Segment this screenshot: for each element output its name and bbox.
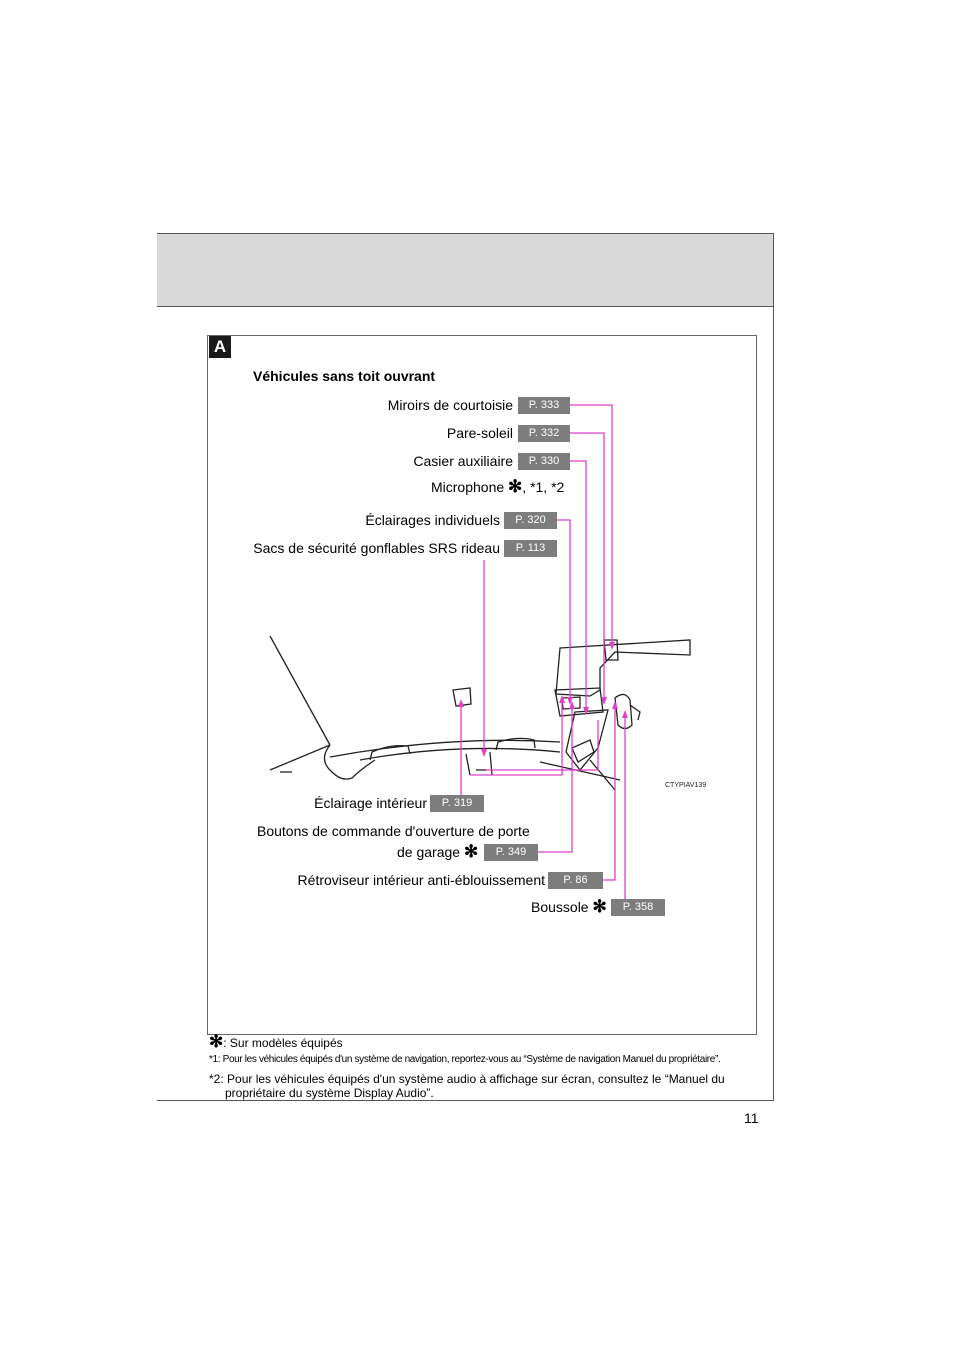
page-ref-sun-visors[interactable]: P. 332 <box>518 425 570 442</box>
page-number: 11 <box>744 1110 759 1126</box>
label-vanity-mirrors: Miroirs de courtoisie <box>387 397 513 413</box>
page-ref-garage-door[interactable]: P. 349 <box>484 844 538 861</box>
garage-door-text: de garage <box>397 844 461 860</box>
label-garage-door-line2: de garage ✻ <box>397 842 479 861</box>
asterisk-icon: ✻ <box>209 1032 224 1051</box>
panel-title: Véhicules sans toit ouvrant <box>253 368 436 384</box>
page-bottom-rule <box>157 1100 774 1101</box>
label-compass: Boussole ✻ <box>531 897 607 916</box>
footnote-1-text: Pour les véhicules équipés d'un système … <box>222 1054 721 1065</box>
microphone-text: Microphone <box>431 479 505 495</box>
label-interior-light: Éclairage intérieur <box>314 795 427 811</box>
page-ref-personal-lights[interactable]: P. 320 <box>504 512 557 529</box>
footnote-2-line2: propriétaire du système Display Audio”. <box>225 1086 434 1100</box>
asterisk-icon: ✻ <box>463 842 479 861</box>
header-band <box>157 233 774 307</box>
compass-text: Boussole <box>531 899 589 915</box>
page-ref-vanity-mirrors[interactable]: P. 333 <box>518 397 570 414</box>
page-ref-compass[interactable]: P. 358 <box>611 899 665 916</box>
page-ref-curtain-airbags[interactable]: P. 113 <box>504 540 557 557</box>
label-aux-box: Casier auxiliaire <box>413 453 513 469</box>
page-frame-rule <box>773 233 774 1101</box>
footnote-2-line1: Pour les véhicules équipés d'un système … <box>227 1072 725 1086</box>
leader-arrowheads <box>458 642 628 757</box>
label-personal-lights: Éclairages individuels <box>365 512 500 528</box>
page-ref-aux-box[interactable]: P. 330 <box>518 453 570 470</box>
footnote-1-mark: *1: <box>209 1054 221 1065</box>
footnote-2-mark: *2: <box>209 1072 224 1086</box>
section-badge: A <box>209 336 231 358</box>
car-interior-drawing <box>269 635 691 791</box>
figure-code: CTYPIAV139 <box>665 782 707 789</box>
label-sun-visors: Pare-soleil <box>446 425 513 441</box>
page-ref-mirror[interactable]: P. 86 <box>548 872 603 889</box>
leader-lines <box>460 404 626 907</box>
label-garage-door-line1: Boutons de commande d'ouverture de porte <box>257 823 530 839</box>
page-ref-interior-light[interactable]: P. 319 <box>430 795 484 812</box>
asterisk-icon: ✻ <box>592 897 607 916</box>
footnote-1: *1: Pour les véhicules équipés d'un syst… <box>209 1054 721 1065</box>
footnote-star: ✻: Sur modèles équipés <box>209 1033 343 1050</box>
label-microphone: Microphone ✻, *1, *2 <box>431 477 565 496</box>
illustration-panel <box>207 335 757 1035</box>
footnote-star-text: : Sur modèles équipés <box>223 1036 343 1050</box>
asterisk-icon: ✻ <box>508 477 523 496</box>
label-mirror: Rétroviseur intérieur anti-éblouissement <box>297 872 545 888</box>
label-curtain-airbags: Sacs de sécurité gonflables SRS rideau <box>253 540 500 556</box>
footnote-2: *2: Pour les véhicules équipés d'un syst… <box>209 1072 725 1086</box>
microphone-refs: , *1, *2 <box>522 479 565 495</box>
